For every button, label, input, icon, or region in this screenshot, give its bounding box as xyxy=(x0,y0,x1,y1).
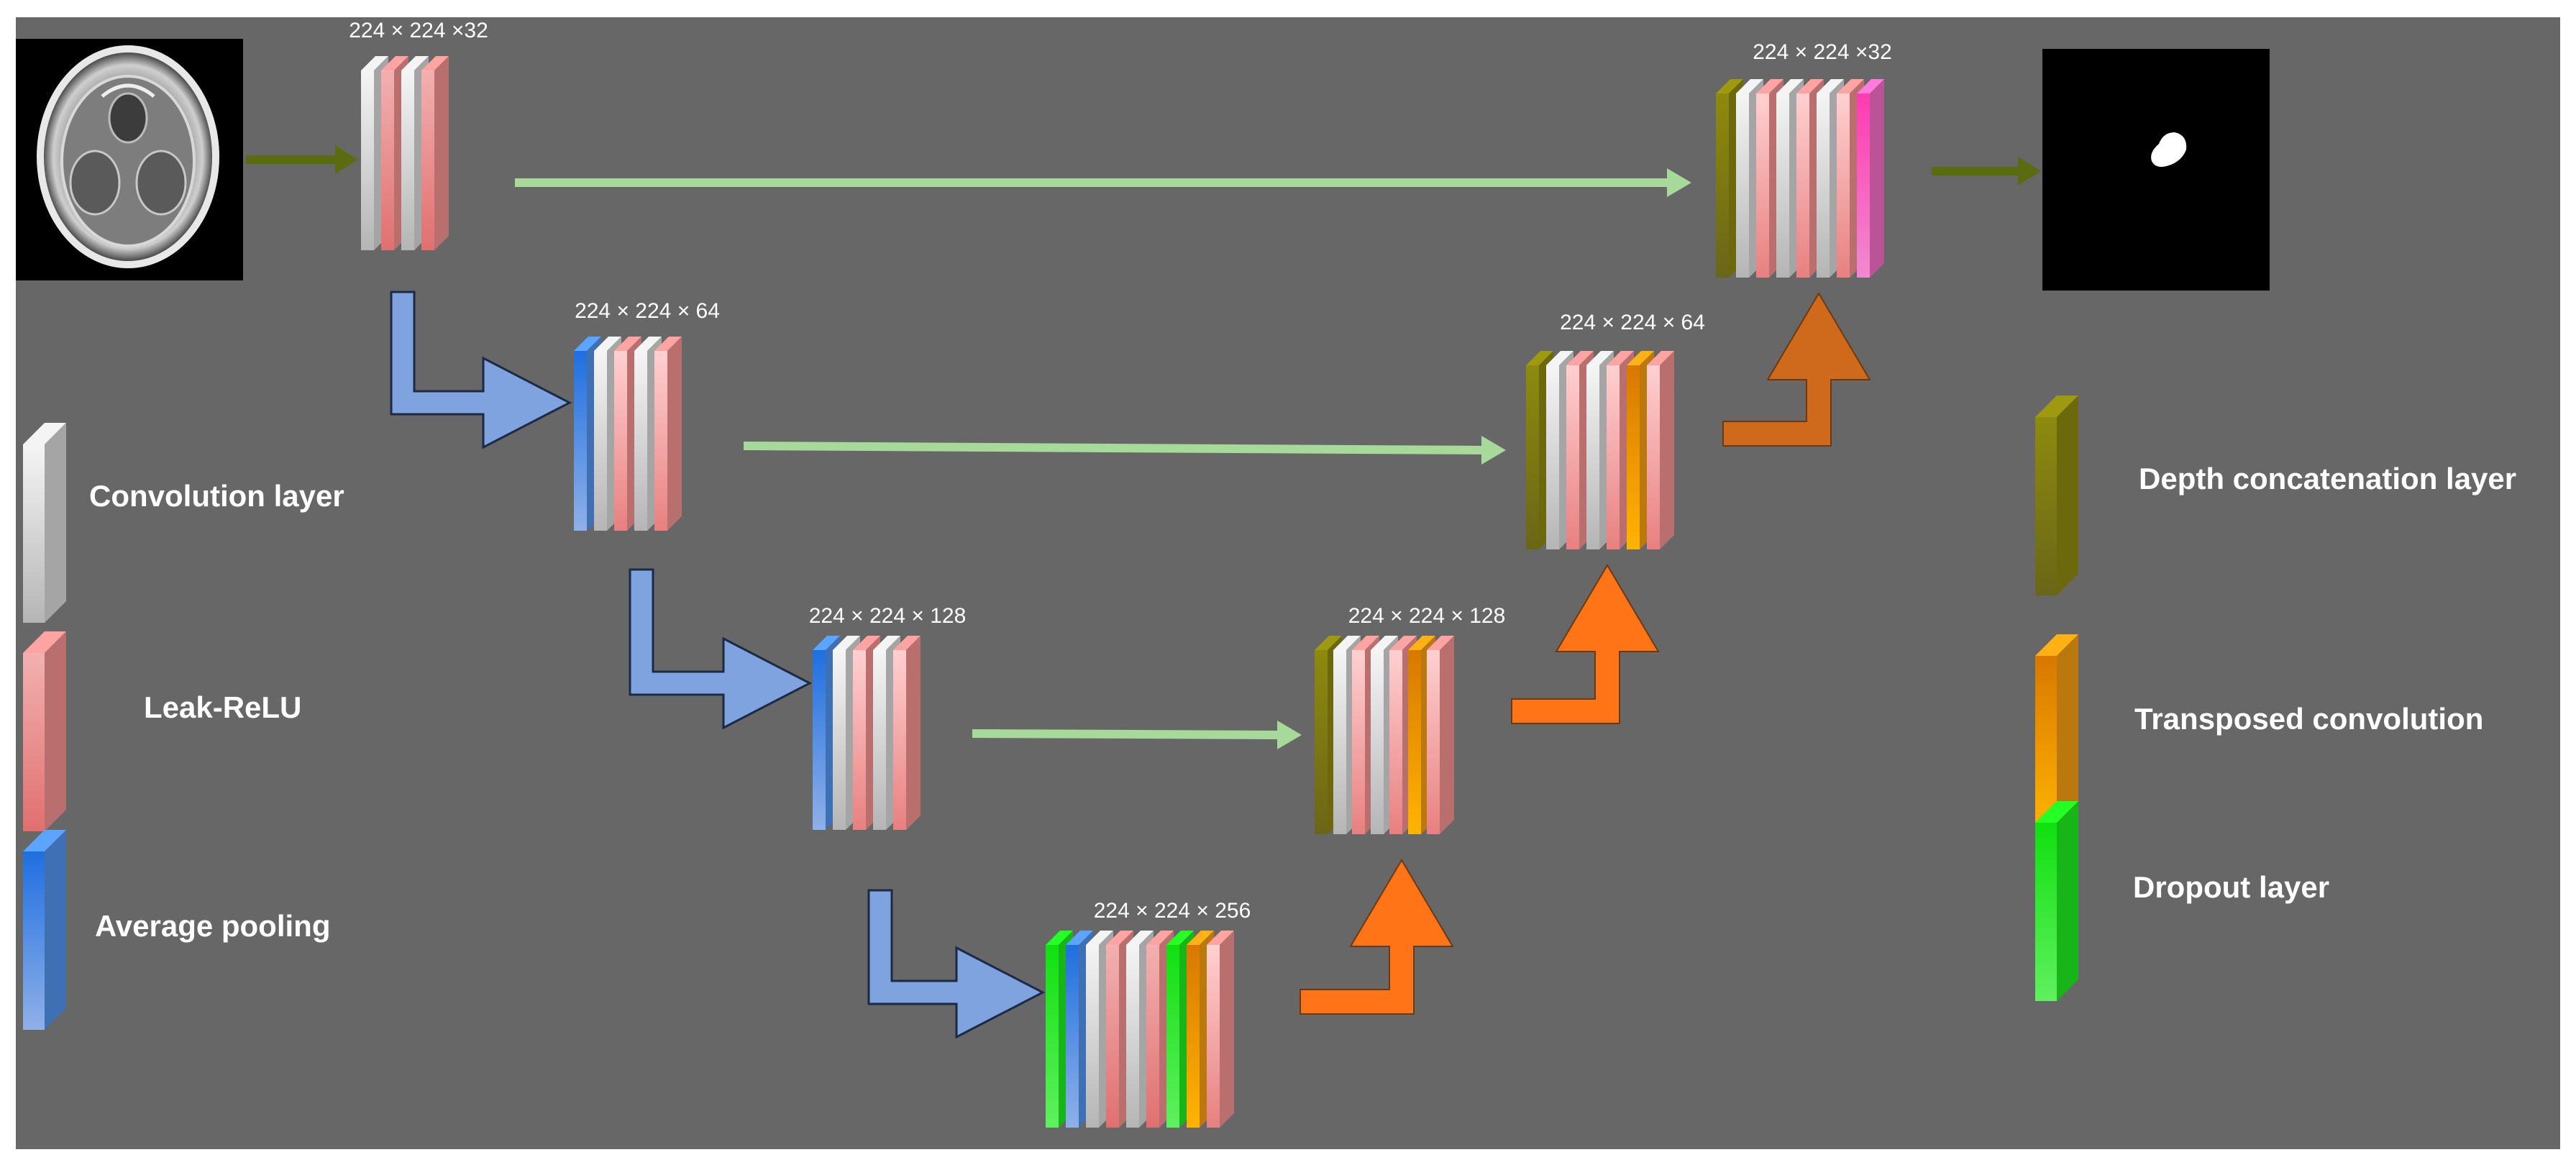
up-arrow-2 xyxy=(1511,564,1660,724)
legend-swatch-relu xyxy=(23,631,66,831)
legend-label-dropout: Dropout layer xyxy=(2133,870,2329,904)
layer-enc2-relu-4 xyxy=(654,337,682,531)
up-arrow-1 xyxy=(1300,859,1454,1015)
layer-stack-dec2 xyxy=(1526,351,1674,549)
skip-arrow-2 xyxy=(743,436,1506,465)
legend-swatch-transposed xyxy=(2035,634,2078,834)
size-label-enc2: 224 × 224 × 64 xyxy=(575,299,720,323)
skip-arrow-1 xyxy=(515,168,1691,197)
layer-dec3-relu-6 xyxy=(1427,636,1454,834)
layer-dec1-output-7 xyxy=(1857,79,1884,278)
size-label-dec1: 224 × 224 ×32 xyxy=(1753,40,1892,64)
legend-swatch-dropout xyxy=(2035,801,2078,1001)
input-arrow xyxy=(246,145,358,174)
size-label-enc1: 224 × 224 ×32 xyxy=(349,19,488,42)
layer-stack-enc3 xyxy=(813,636,921,830)
legend-swatch-pool xyxy=(23,830,66,1030)
skip-arrow-3 xyxy=(972,721,1302,749)
size-label-dec3: 224 × 224 × 128 xyxy=(1348,604,1506,628)
layer-stack-bottleneck xyxy=(1046,931,1234,1128)
legend-label-concat: Depth concatenation layer xyxy=(2139,462,2516,495)
down-arrow-1 xyxy=(390,291,572,449)
up-arrow-3 xyxy=(1722,292,1871,447)
legend-label-transposed: Transposed convolution xyxy=(2134,702,2483,736)
layer-bottleneck-relu-8 xyxy=(1207,931,1234,1128)
layer-enc3-relu-4 xyxy=(893,636,921,830)
output-arrow xyxy=(1932,157,2041,186)
down-arrow-2 xyxy=(629,568,813,730)
unet-diagram: 224 × 224 ×32 224 × 224 × 64 224 × 224 ×… xyxy=(16,19,2516,1128)
diagram-panel: 224 × 224 ×32 224 × 224 × 64 224 × 224 ×… xyxy=(16,17,2560,1149)
legend-label-relu: Leak-ReLU xyxy=(144,690,301,724)
legend-label-conv: Convolution layer xyxy=(89,479,344,513)
layer-enc1-relu-3 xyxy=(421,56,449,250)
legend-swatch-conv xyxy=(23,423,66,623)
layer-stack-dec3 xyxy=(1315,636,1454,834)
size-label-dec2: 224 × 224 × 64 xyxy=(1560,311,1705,334)
size-label-bottleneck: 224 × 224 × 256 xyxy=(1094,899,1251,923)
down-arrow-3 xyxy=(867,889,1046,1039)
layer-stack-enc1 xyxy=(361,56,449,250)
legend-label-pool: Average pooling xyxy=(95,909,331,943)
layer-dec2-relu-6 xyxy=(1647,351,1674,549)
size-label-enc3: 224 × 224 × 128 xyxy=(809,604,967,628)
layer-stack-enc2 xyxy=(574,337,682,531)
legend-swatch-concat xyxy=(2035,396,2078,595)
layer-stack-dec1 xyxy=(1716,79,1884,278)
input-mri-image xyxy=(16,39,243,280)
output-mask-image xyxy=(2042,49,2270,291)
